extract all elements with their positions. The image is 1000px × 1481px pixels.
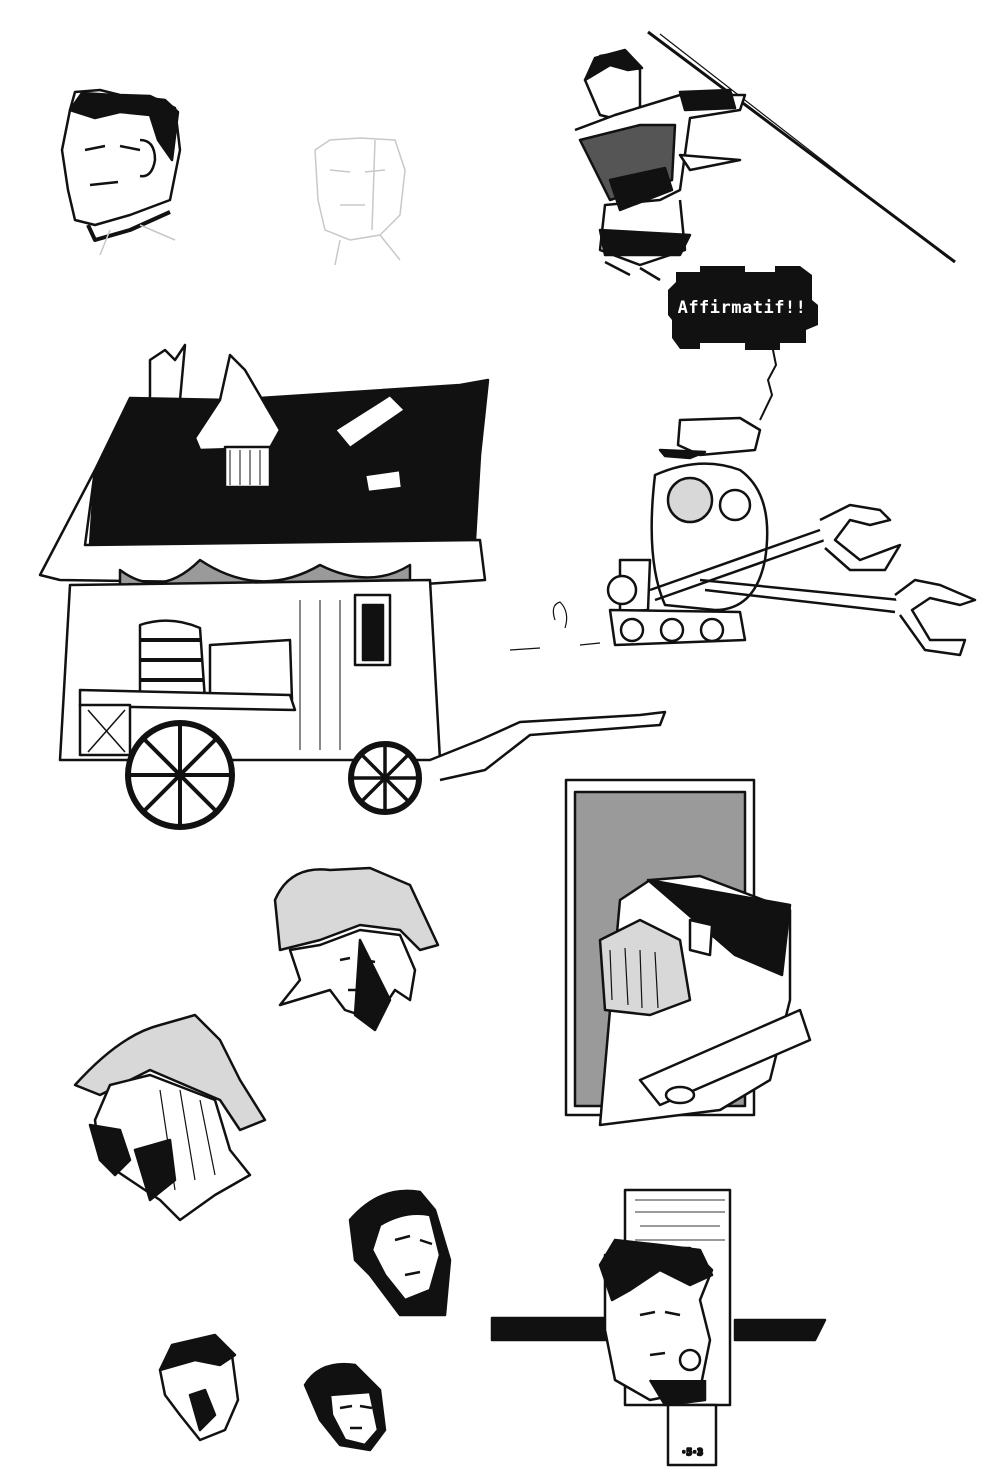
woman-hat-sketch [273,866,440,1032]
faint-head-sketch [314,137,406,266]
screaming-hat-man-sketch [73,1013,267,1222]
small-woman-head-sketch [303,1362,387,1452]
wagon-house-sketch [38,343,667,830]
man-head-sketch [60,88,182,256]
framed-bearded-man-sketch [564,778,812,1127]
signature-text: ·5·3 [681,1448,703,1458]
framed-boy-sketch: ·5·3 [490,1188,827,1467]
speech-bubble-text: Affirmatif!! [678,298,807,318]
hooded-woman-sketch [348,1189,452,1317]
small-man-head-sketch [158,1333,240,1442]
robot-sketch [509,416,977,657]
speech-bubble: Affirmatif!! [668,266,818,421]
spear-warrior-sketch [574,30,956,282]
